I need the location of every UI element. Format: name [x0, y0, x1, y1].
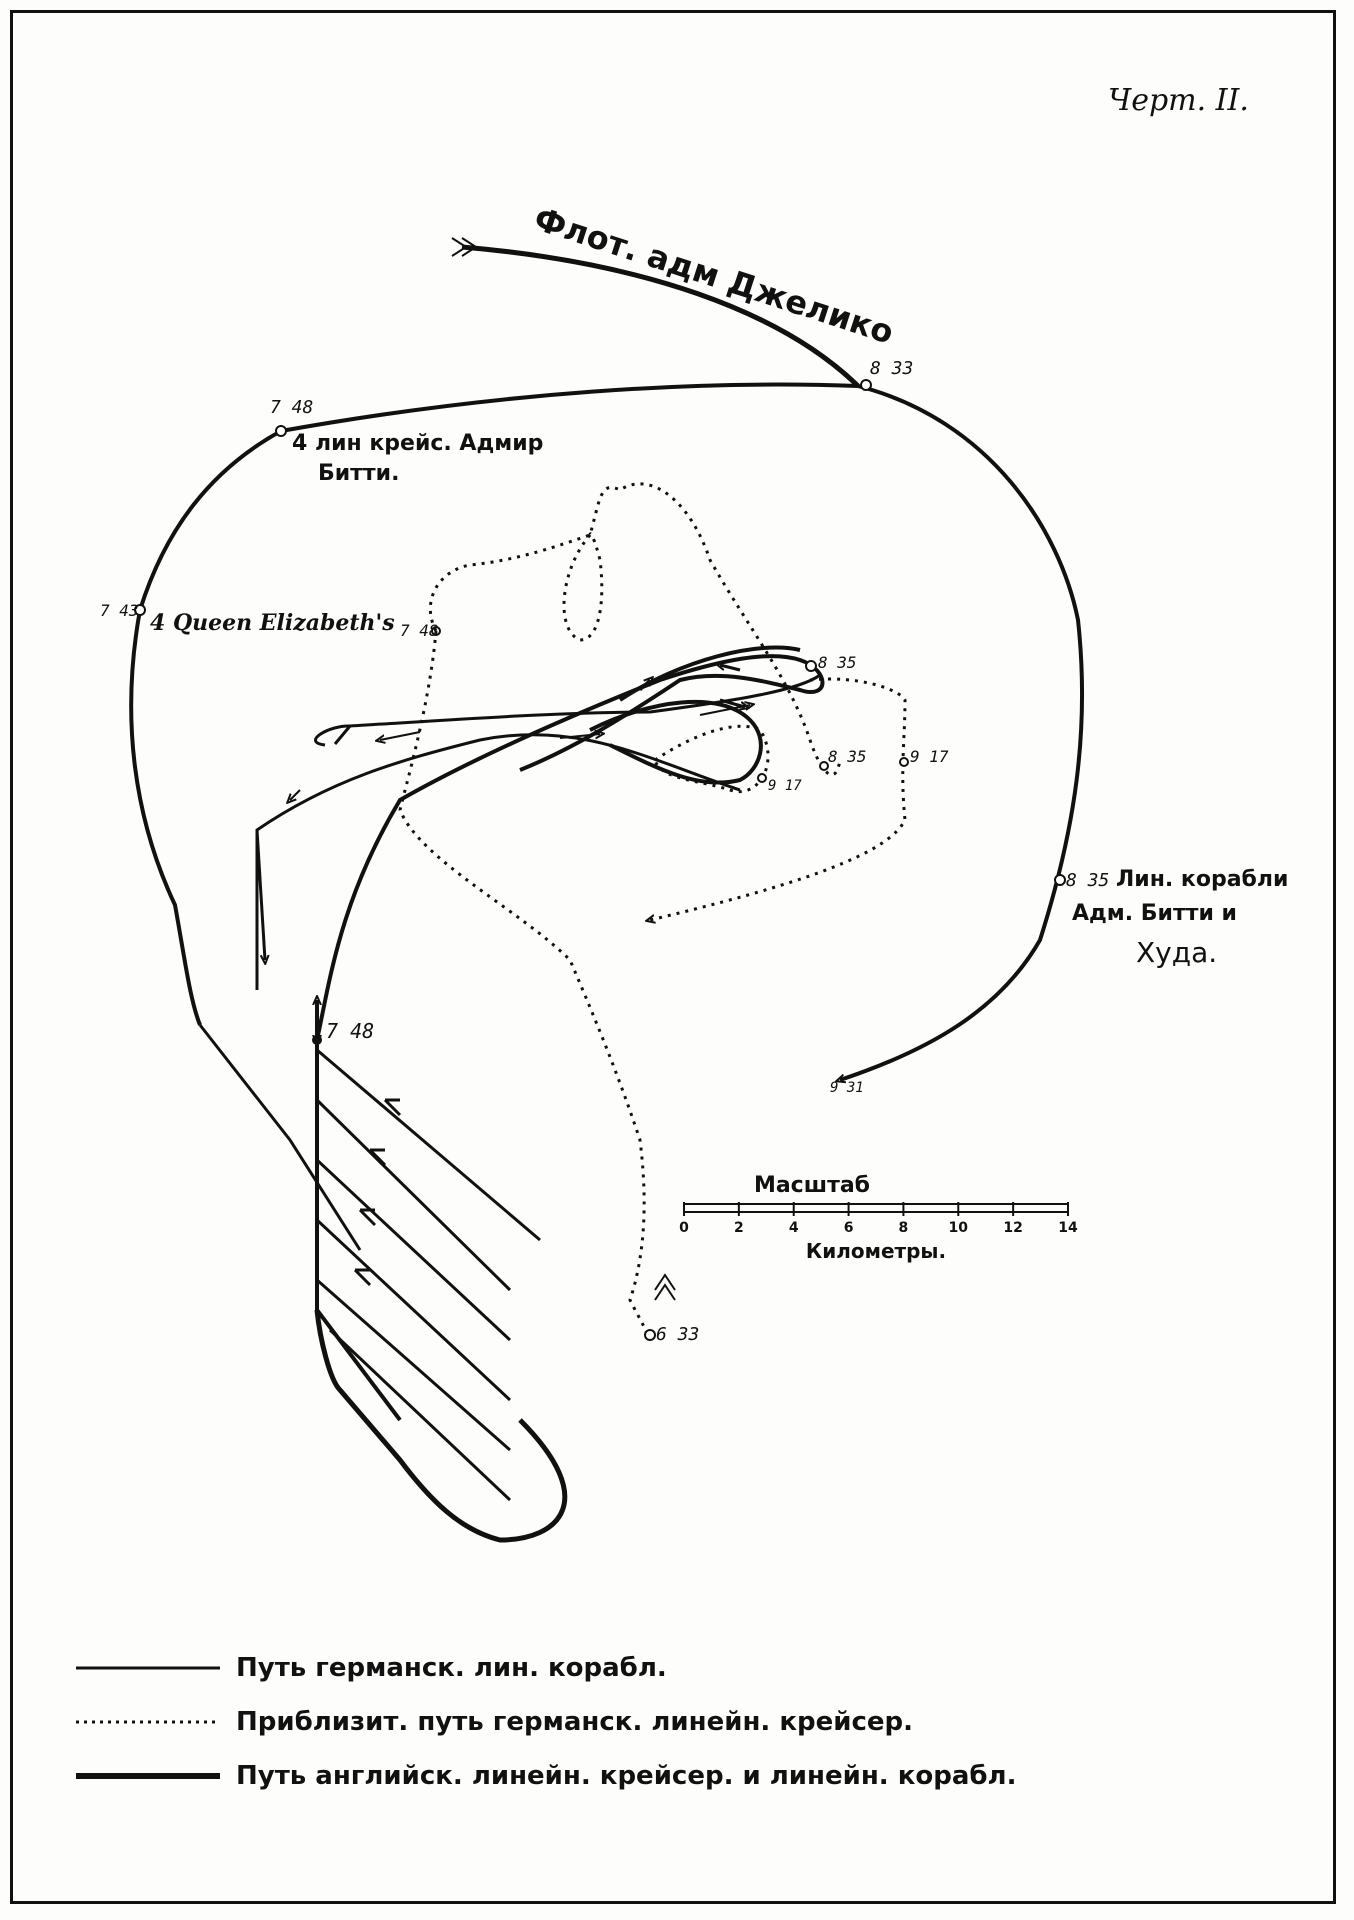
battleships-track — [840, 384, 1085, 1080]
hatch-arrow-3 — [358, 1208, 377, 1227]
german-cruisers-start-arrow-icon — [654, 1273, 676, 1301]
direction-arrow-5 — [638, 680, 650, 692]
german-battleships-upper-leg — [314, 673, 821, 747]
legend: Путь германск. лин. корабл. Приблизит. п… — [76, 1653, 1016, 1791]
german-cruisers-track-north — [428, 482, 842, 777]
british-track-hook — [314, 1309, 568, 1543]
time-743: 7 43 — [100, 601, 139, 620]
time-931: 9 31 — [830, 1080, 864, 1096]
direction-arrow-1 — [380, 731, 421, 740]
marker-835-top — [805, 660, 817, 672]
scale-ticks: 0 2 4 6 8 10 12 14 — [679, 1202, 1078, 1236]
german-cruisers-small-loop — [562, 532, 604, 642]
figure-label: Черт. II. — [1108, 83, 1249, 118]
hatch-line-6 — [328, 1328, 512, 1502]
time-835-mid: 8 35 — [828, 747, 867, 766]
hatch-arrow-2 — [368, 1148, 387, 1167]
time-633: 6 33 — [656, 1324, 699, 1345]
hatch-line-2 — [315, 1098, 512, 1292]
beatty-cruisers-approach — [198, 1024, 362, 1251]
british-track-loops — [315, 654, 825, 1041]
scale-tick-label: 8 — [899, 1220, 909, 1236]
battleships-label-line3: Худа. — [1136, 936, 1217, 969]
beatty-cruisers-loop — [129, 382, 859, 1026]
battleships-label-line2: Адм. Битти и — [1072, 901, 1237, 926]
hatch-arrow-1 — [383, 1098, 402, 1117]
legend-item-1: Путь германск. лин. корабл. — [236, 1653, 667, 1683]
scale-bar — [683, 1203, 1069, 1213]
battleships-label-line1: Лин. корабли — [1116, 867, 1288, 892]
beatty-cruisers-label-line2: Битти. — [318, 461, 399, 486]
direction-arrow-7 — [719, 698, 745, 707]
page-frame — [10, 10, 1336, 1904]
marker-917-small — [757, 773, 767, 783]
jellicoe-fleet-label: Флот. адм Джелико — [530, 199, 899, 351]
scale-title: Масштаб — [754, 1173, 870, 1198]
scale-tick-label: 12 — [1003, 1220, 1022, 1236]
time-917: 9 17 — [910, 747, 949, 766]
marker-917 — [899, 757, 909, 767]
marker-833 — [860, 379, 872, 391]
hatch-arrows — [353, 1098, 402, 1287]
hatch-arrow-4 — [353, 1268, 372, 1287]
german-cruisers-track-east — [650, 677, 907, 920]
time-748-top: 7 48 — [270, 397, 313, 418]
marker-743 — [134, 604, 146, 616]
hatch-line-1 — [316, 1048, 541, 1242]
scale-tick-label: 14 — [1058, 1220, 1078, 1236]
time-748-left: 7 48 — [326, 1019, 374, 1043]
hatch-line-3 — [315, 1158, 512, 1342]
hatch-line-5 — [316, 1278, 511, 1452]
legend-item-3: Путь английск. линейн. крейсер. и линейн… — [236, 1761, 1016, 1791]
scale-tick-label: 0 — [679, 1220, 689, 1236]
time-835-top: 8 35 — [818, 653, 857, 672]
british-track-lower-loop — [589, 699, 763, 785]
scale-tick-label: 4 — [789, 1220, 799, 1236]
beatty-cruisers-label-line1: 4 лин крейс. Адмир — [292, 431, 543, 456]
german-battleships-hairpin — [333, 725, 352, 745]
marker-633 — [644, 1329, 656, 1341]
jellicoe-fleet-track — [461, 244, 860, 388]
marker-835-mid — [819, 761, 829, 771]
marker-748-left — [312, 1035, 322, 1045]
time-835-right: 8 35 — [1066, 870, 1109, 891]
scale-tick-label: 6 — [844, 1220, 854, 1236]
hatching-lines — [315, 1048, 541, 1502]
time-748-mid: 7 48 — [400, 621, 439, 640]
direction-arrow-4 — [290, 789, 301, 800]
german-battleships-track — [255, 733, 741, 990]
german-battleships-turn-arrow — [255, 829, 265, 960]
time-833: 8 33 — [870, 358, 913, 379]
fleet-direction-arrow-icon — [451, 237, 478, 257]
scale-tick-label: 10 — [949, 1220, 969, 1236]
queen-elizabeth-label: 4 Queen Elizabeth's — [150, 610, 395, 636]
time-917-small: 9 17 — [768, 778, 802, 794]
direction-arrow-6 — [720, 665, 741, 672]
marker-835-right — [1054, 874, 1066, 886]
legend-item-2: Приблизит. путь германск. линейн. крейсе… — [236, 1707, 913, 1737]
scale-unit: Километры. — [806, 1239, 946, 1263]
hatch-line-4 — [315, 1218, 512, 1402]
marker-748-top — [275, 425, 287, 437]
scale-tick-label: 2 — [734, 1220, 744, 1236]
